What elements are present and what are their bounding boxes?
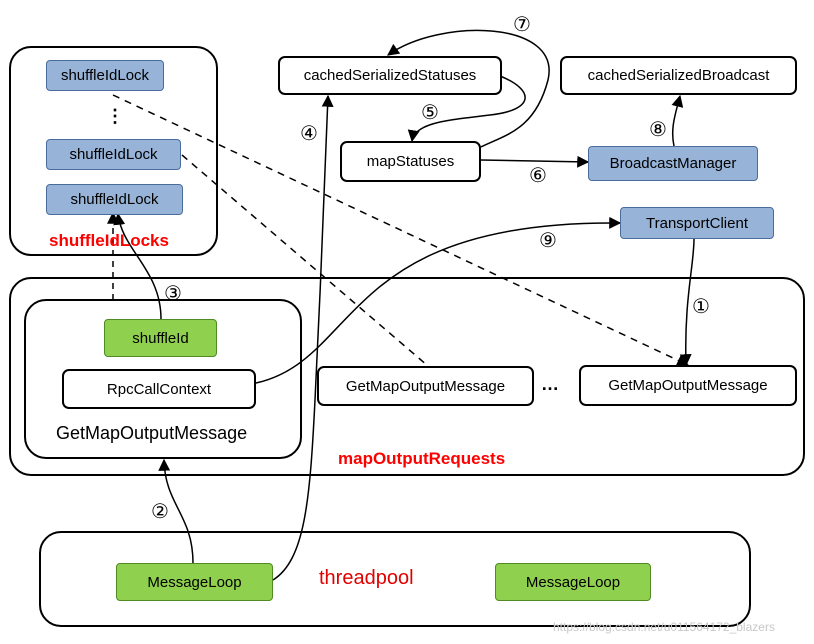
map-statuses: mapStatuses xyxy=(340,141,481,182)
shuffle-id-lock-2: shuffleIdLock xyxy=(46,139,181,170)
arrow-step-6 xyxy=(480,155,590,168)
arrow-step-8 xyxy=(671,94,684,147)
arrow-step-1 xyxy=(679,238,695,367)
watermark: https://blog.csdn.net/u011564172_blazers xyxy=(553,620,775,634)
rpc-call-context: RpcCallContext xyxy=(62,369,256,409)
step-6-marker: ⑥ xyxy=(529,163,547,187)
message-loop-2: MessageLoop xyxy=(495,563,651,601)
locks-ellipsis: ⋮ xyxy=(106,106,124,126)
arrow-step-7 xyxy=(387,29,550,148)
step-3-marker: ③ xyxy=(164,281,182,305)
cached-serialized-broadcast: cachedSerializedBroadcast xyxy=(560,56,797,95)
cached-serialized-statuses: cachedSerializedStatuses xyxy=(278,56,502,95)
shuffle-id-lock-1: shuffleIdLock xyxy=(46,60,164,91)
arrow-step-3 xyxy=(113,212,162,320)
arrow-step-5 xyxy=(407,75,526,143)
step-1-marker: ① xyxy=(692,294,710,318)
step-2-marker: ② xyxy=(151,499,169,523)
arrow-step-9 xyxy=(255,216,622,384)
threadpool-title: threadpool xyxy=(319,567,414,589)
get-map-output-message-main-label: GetMapOutputMessage xyxy=(56,423,248,443)
dashed-link-lock-to-message-2 xyxy=(181,154,429,367)
dashed-link-lock-to-message-3 xyxy=(112,94,690,366)
get-map-output-message-2: GetMapOutputMessage xyxy=(317,366,534,406)
broadcast-manager: BroadcastManager xyxy=(588,146,758,181)
shuffle-id-locks-title: shuffleIdLocks xyxy=(49,231,169,250)
step-8-marker: ⑧ xyxy=(649,117,667,141)
step-4-marker: ④ xyxy=(300,121,318,145)
step-5-marker: ⑤ xyxy=(421,100,439,124)
arrow-step-4 xyxy=(272,94,334,581)
shuffle-id-lock-3: shuffleIdLock xyxy=(46,184,183,215)
get-map-output-message-3: GetMapOutputMessage xyxy=(579,365,797,406)
arrow-step-2 xyxy=(158,458,194,564)
map-output-requests-title: mapOutputRequests xyxy=(338,449,506,468)
message-loop-1: MessageLoop xyxy=(116,563,273,601)
step-7-marker: ⑦ xyxy=(513,12,531,36)
shuffle-id: shuffleId xyxy=(104,319,217,357)
transport-client: TransportClient xyxy=(620,207,774,239)
messages-ellipsis: … xyxy=(541,374,559,394)
step-9-marker: ⑨ xyxy=(539,228,557,252)
